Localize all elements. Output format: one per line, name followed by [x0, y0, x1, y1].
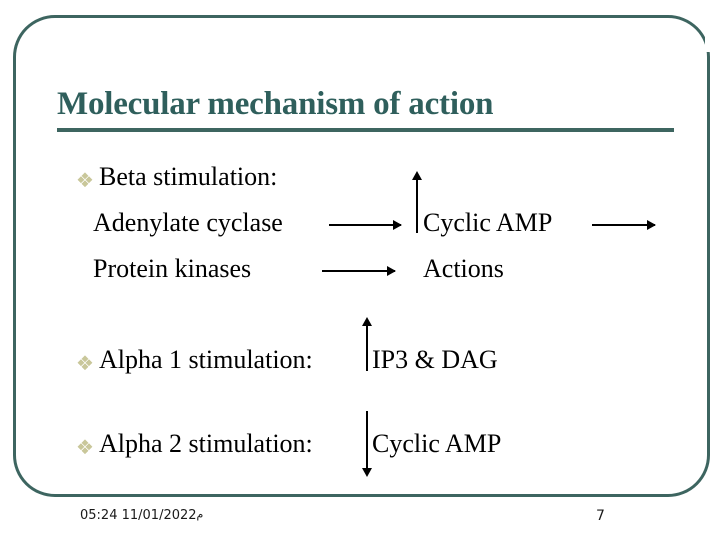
bullet-diamond-icon-1: ❖ — [76, 170, 94, 192]
bullet-label-beta: Beta stimulation: — [99, 162, 278, 191]
flow-node-cyclic-amp: Cyclic AMP — [423, 208, 553, 237]
slide-title: Molecular mechanism of action — [57, 86, 494, 122]
footer-time: 05:24 — [80, 508, 118, 523]
up-arrow-icon-alpha-1 — [362, 317, 372, 371]
title-underline-rule — [57, 128, 674, 132]
footer-timestamp: م 05:24 11/01/2022 — [80, 508, 206, 523]
down-arrow-icon-alpha-2 — [362, 411, 372, 477]
flow-node-cyclic-amp-alpha-2: Cyclic AMP — [372, 429, 502, 458]
bullet-diamond-icon-3: ❖ — [76, 437, 94, 459]
footer-page-number: 7 — [596, 508, 605, 524]
flow-node-ip3-dag: IP3 & DAG — [372, 345, 498, 374]
flow-node-protein-kinases: Protein kinases — [93, 254, 252, 283]
bullet-label-alpha-2: Alpha 2 stimulation: — [99, 429, 313, 458]
right-arrow-icon-cyclic-amp-trailing — [592, 220, 656, 230]
slide-decorative-frame — [13, 15, 710, 497]
footer-ampm-marker: م — [196, 508, 204, 521]
bullet-label-alpha-1: Alpha 1 stimulation: — [99, 345, 313, 374]
right-arrow-icon-adenylate — [329, 220, 402, 230]
right-arrow-icon-protein-kinases — [322, 266, 396, 276]
bullet-diamond-icon-2: ❖ — [76, 353, 94, 375]
up-arrow-icon-cyclic-amp — [412, 171, 422, 233]
flow-node-adenylate-cyclase: Adenylate cyclase — [93, 208, 283, 237]
footer-date-value: 11/01/2022 — [121, 508, 197, 523]
frame-gap-mask — [705, 12, 720, 52]
flow-node-actions: Actions — [423, 254, 504, 283]
